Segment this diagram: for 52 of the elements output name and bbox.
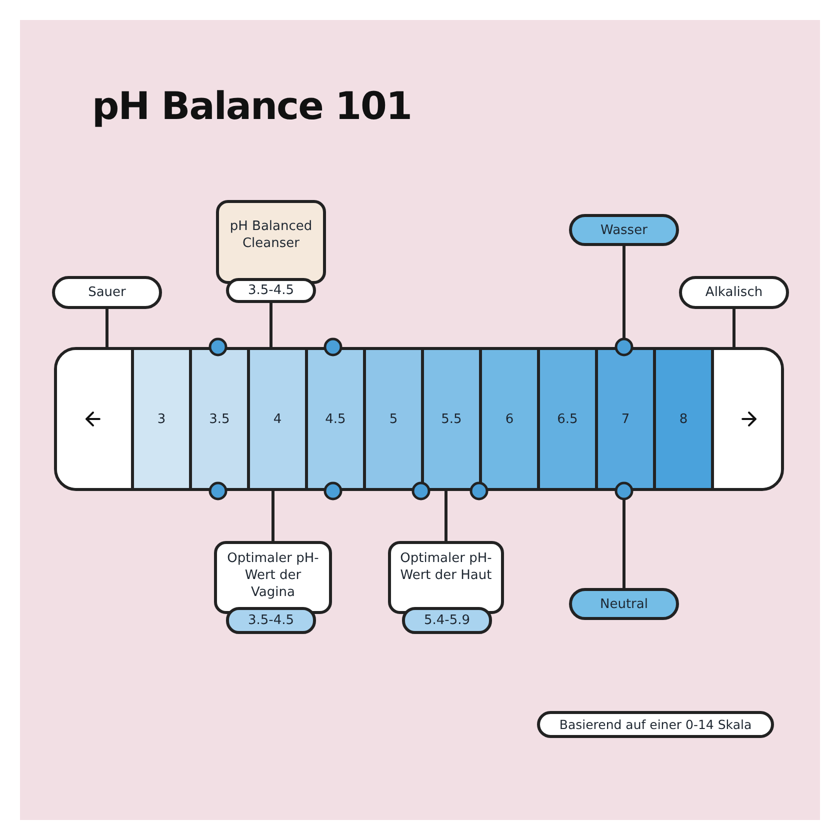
scale-cell bbox=[653, 350, 711, 488]
label-pill bbox=[679, 276, 789, 309]
node-text: 3 bbox=[156, 410, 167, 428]
scale-cell bbox=[595, 350, 653, 488]
node-text: Optimaler pH-Wert der Vagina bbox=[226, 550, 320, 601]
note-pill bbox=[537, 711, 774, 738]
scale-cell bbox=[131, 350, 189, 488]
leader-line bbox=[614, 246, 634, 356]
leader-line bbox=[106, 309, 108, 347]
node-text: 8 bbox=[678, 410, 689, 428]
node-text: Optimaler pH-Wert der Haut bbox=[399, 550, 493, 584]
leader-line bbox=[444, 491, 448, 541]
scale-cell bbox=[537, 350, 595, 488]
node-text: 5 bbox=[388, 410, 399, 428]
scale-cell bbox=[305, 350, 363, 488]
node-text: 3.5 bbox=[208, 410, 231, 428]
scale-end-cell bbox=[711, 350, 781, 488]
leader-line bbox=[270, 303, 272, 347]
scale-cell bbox=[421, 350, 479, 488]
scale-cell bbox=[363, 350, 421, 488]
node-text: 6 bbox=[504, 410, 515, 428]
node-text: pH Balanced Cleanser bbox=[228, 218, 314, 252]
node-text: 5.4-5.9 bbox=[422, 612, 472, 629]
scale-cell bbox=[247, 350, 305, 488]
info-card bbox=[214, 541, 332, 614]
product-card bbox=[216, 200, 326, 284]
node-text: Sauer bbox=[87, 284, 127, 301]
node-text: Alkalisch bbox=[704, 284, 764, 301]
range-pill bbox=[402, 607, 492, 634]
label-pill bbox=[569, 214, 679, 246]
scale-cell bbox=[189, 350, 247, 488]
node-text: Neutral bbox=[599, 596, 649, 612]
leader-line bbox=[732, 309, 736, 347]
node-text: 7 bbox=[620, 410, 631, 428]
scale-cell bbox=[479, 350, 537, 488]
label-pill bbox=[569, 588, 679, 620]
ph-scale-bar bbox=[54, 347, 784, 491]
node-text: 6.5 bbox=[556, 410, 579, 428]
leader-line bbox=[614, 482, 634, 588]
range-pill bbox=[226, 278, 316, 303]
node-text: 3.5-4.5 bbox=[246, 282, 296, 299]
info-card bbox=[388, 541, 504, 614]
node-text: 4.5 bbox=[324, 410, 347, 428]
label-pill bbox=[52, 276, 162, 309]
node-text: Wasser bbox=[600, 222, 648, 238]
title: pH Balance 101 bbox=[92, 84, 412, 128]
node-text: Basierend auf einer 0-14 Skala bbox=[558, 716, 753, 733]
node-text: 3.5-4.5 bbox=[246, 612, 296, 629]
node-text: 5.5 bbox=[440, 410, 463, 428]
range-pill bbox=[226, 607, 316, 634]
node-text: 4 bbox=[272, 410, 283, 428]
leader-line bbox=[272, 491, 274, 541]
